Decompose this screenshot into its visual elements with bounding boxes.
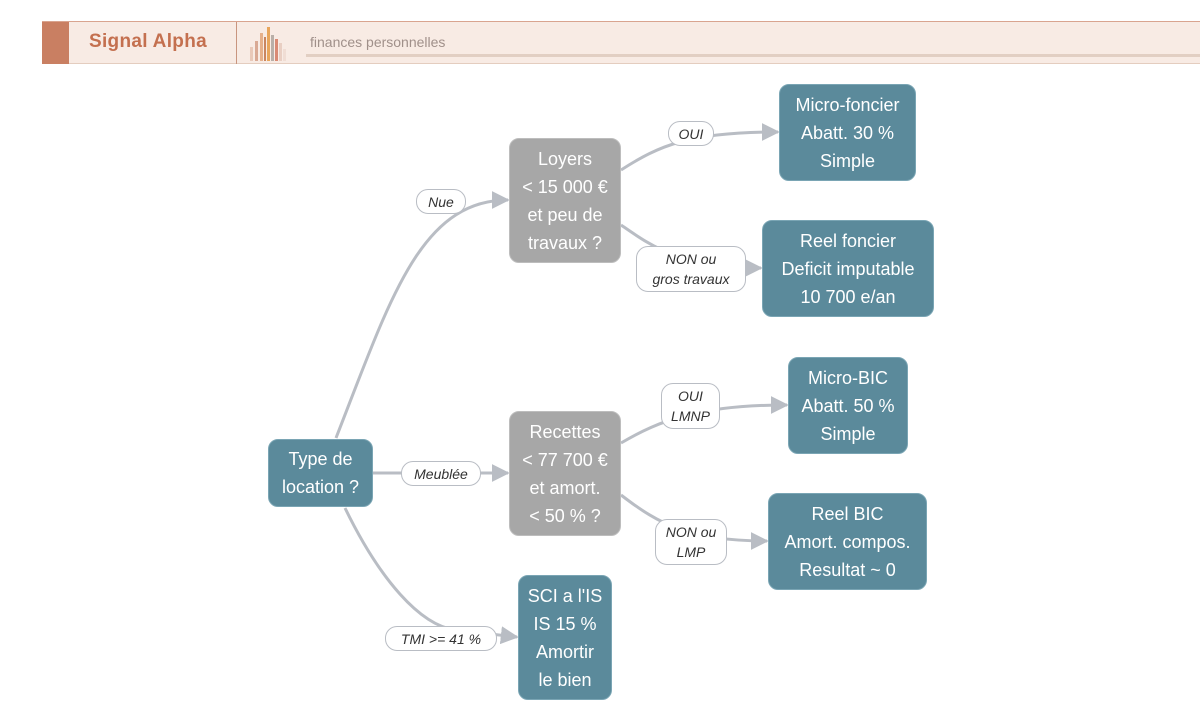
edge-label-oui-lmnp-line-1: OUI (678, 388, 703, 404)
node-recettes[interactable]: Recettes < 77 700 € et amort. < 50 % ? (509, 411, 621, 536)
node-micro-bic-line-1: Micro-BIC (808, 367, 888, 388)
node-reel-foncier-line-1: Reel foncier (799, 230, 897, 251)
node-sci-is[interactable]: SCI a l'IS IS 15 % Amortir le bien (518, 575, 612, 700)
node-reel-foncier-line-3: 10 700 e/an (800, 286, 896, 307)
tagline-underline (306, 54, 1200, 57)
node-micro-bic-line-2: Abatt. 50 % (801, 395, 895, 416)
app-header: Signal Alpha finances personnelles (42, 21, 1200, 64)
edge-label-non-lmp: NON ou LMP (655, 519, 727, 565)
node-reel-bic-line-3: Resultat ~ 0 (799, 559, 896, 580)
node-recettes-line-2: < 77 700 € (522, 449, 608, 470)
node-sci-is-line-2: IS 15 % (533, 613, 597, 634)
node-recettes-line-4: < 50 % ? (529, 505, 601, 526)
node-reel-foncier-line-2: Deficit imputable (781, 258, 915, 279)
node-sci-is-line-1: SCI a l'IS (527, 585, 603, 606)
node-loyers[interactable]: Loyers < 15 000 € et peu de travaux ? (509, 138, 621, 263)
node-loyers-line-4: travaux ? (527, 232, 603, 253)
node-micro-bic-line-3: Simple (820, 423, 876, 444)
edge-label-oui: OUI (668, 121, 714, 146)
node-micro-bic[interactable]: Micro-BIC Abatt. 50 % Simple (788, 357, 908, 454)
edge-label-meublee: Meublée (401, 461, 481, 486)
bar-chart-logo-icon (250, 27, 286, 61)
header-tagline: finances personnelles (310, 34, 446, 50)
edge-label-non-lmp-line-2: LMP (676, 544, 706, 560)
edge-label-oui-lmnp-line-2: LMNP (671, 408, 710, 424)
node-reel-bic-line-1: Reel BIC (811, 503, 884, 524)
node-type-location-line-2: location ? (281, 477, 360, 497)
node-loyers-line-1: Loyers (537, 148, 593, 169)
node-reel-bic-line-2: Amort. compos. (784, 531, 911, 552)
node-micro-foncier-line-2: Abatt. 30 % (800, 122, 895, 143)
node-type-location[interactable]: Type de location ? (268, 439, 373, 507)
header-divider (236, 22, 237, 64)
node-micro-foncier-line-1: Micro-foncier (795, 94, 900, 115)
edge-label-oui-lmnp: OUI LMNP (661, 383, 720, 429)
edge-type-to-loyers (334, 191, 510, 439)
node-micro-foncier-line-3: Simple (819, 150, 876, 171)
node-sci-is-line-3: Amortir (536, 641, 594, 662)
node-loyers-line-3: et peu de (527, 204, 603, 225)
edge-label-meublee-line-1: Meublée (414, 465, 468, 482)
node-type-location-line-1: Type de (288, 449, 353, 469)
edge-label-tmi: TMI >= 41 % (385, 626, 497, 651)
edge-label-nue: Nue (416, 189, 466, 214)
edge-label-tmi-line-1: TMI >= 41 % (400, 630, 482, 647)
edge-type-to-sci (343, 507, 519, 645)
node-loyers-line-2: < 15 000 € (522, 176, 608, 197)
brand-name[interactable]: Signal Alpha (89, 31, 207, 52)
node-sci-is-line-4: le bien (538, 669, 592, 690)
edge-label-non-gros-travaux: NON ou gros travaux (636, 246, 746, 292)
edge-label-non-gros-travaux-line-1: NON ou (665, 251, 717, 267)
node-recettes-line-1: Recettes (529, 421, 601, 442)
node-reel-bic[interactable]: Reel BIC Amort. compos. Resultat ~ 0 (768, 493, 927, 590)
edge-label-nue-line-1: Nue (428, 193, 454, 210)
node-recettes-line-3: et amort. (529, 477, 601, 498)
header-accent-bar (42, 22, 69, 64)
edge-label-non-gros-travaux-line-2: gros travaux (652, 271, 730, 287)
edge-label-oui-line-1: OUI (678, 125, 704, 142)
edge-label-non-lmp-line-1: NON ou (665, 524, 717, 540)
